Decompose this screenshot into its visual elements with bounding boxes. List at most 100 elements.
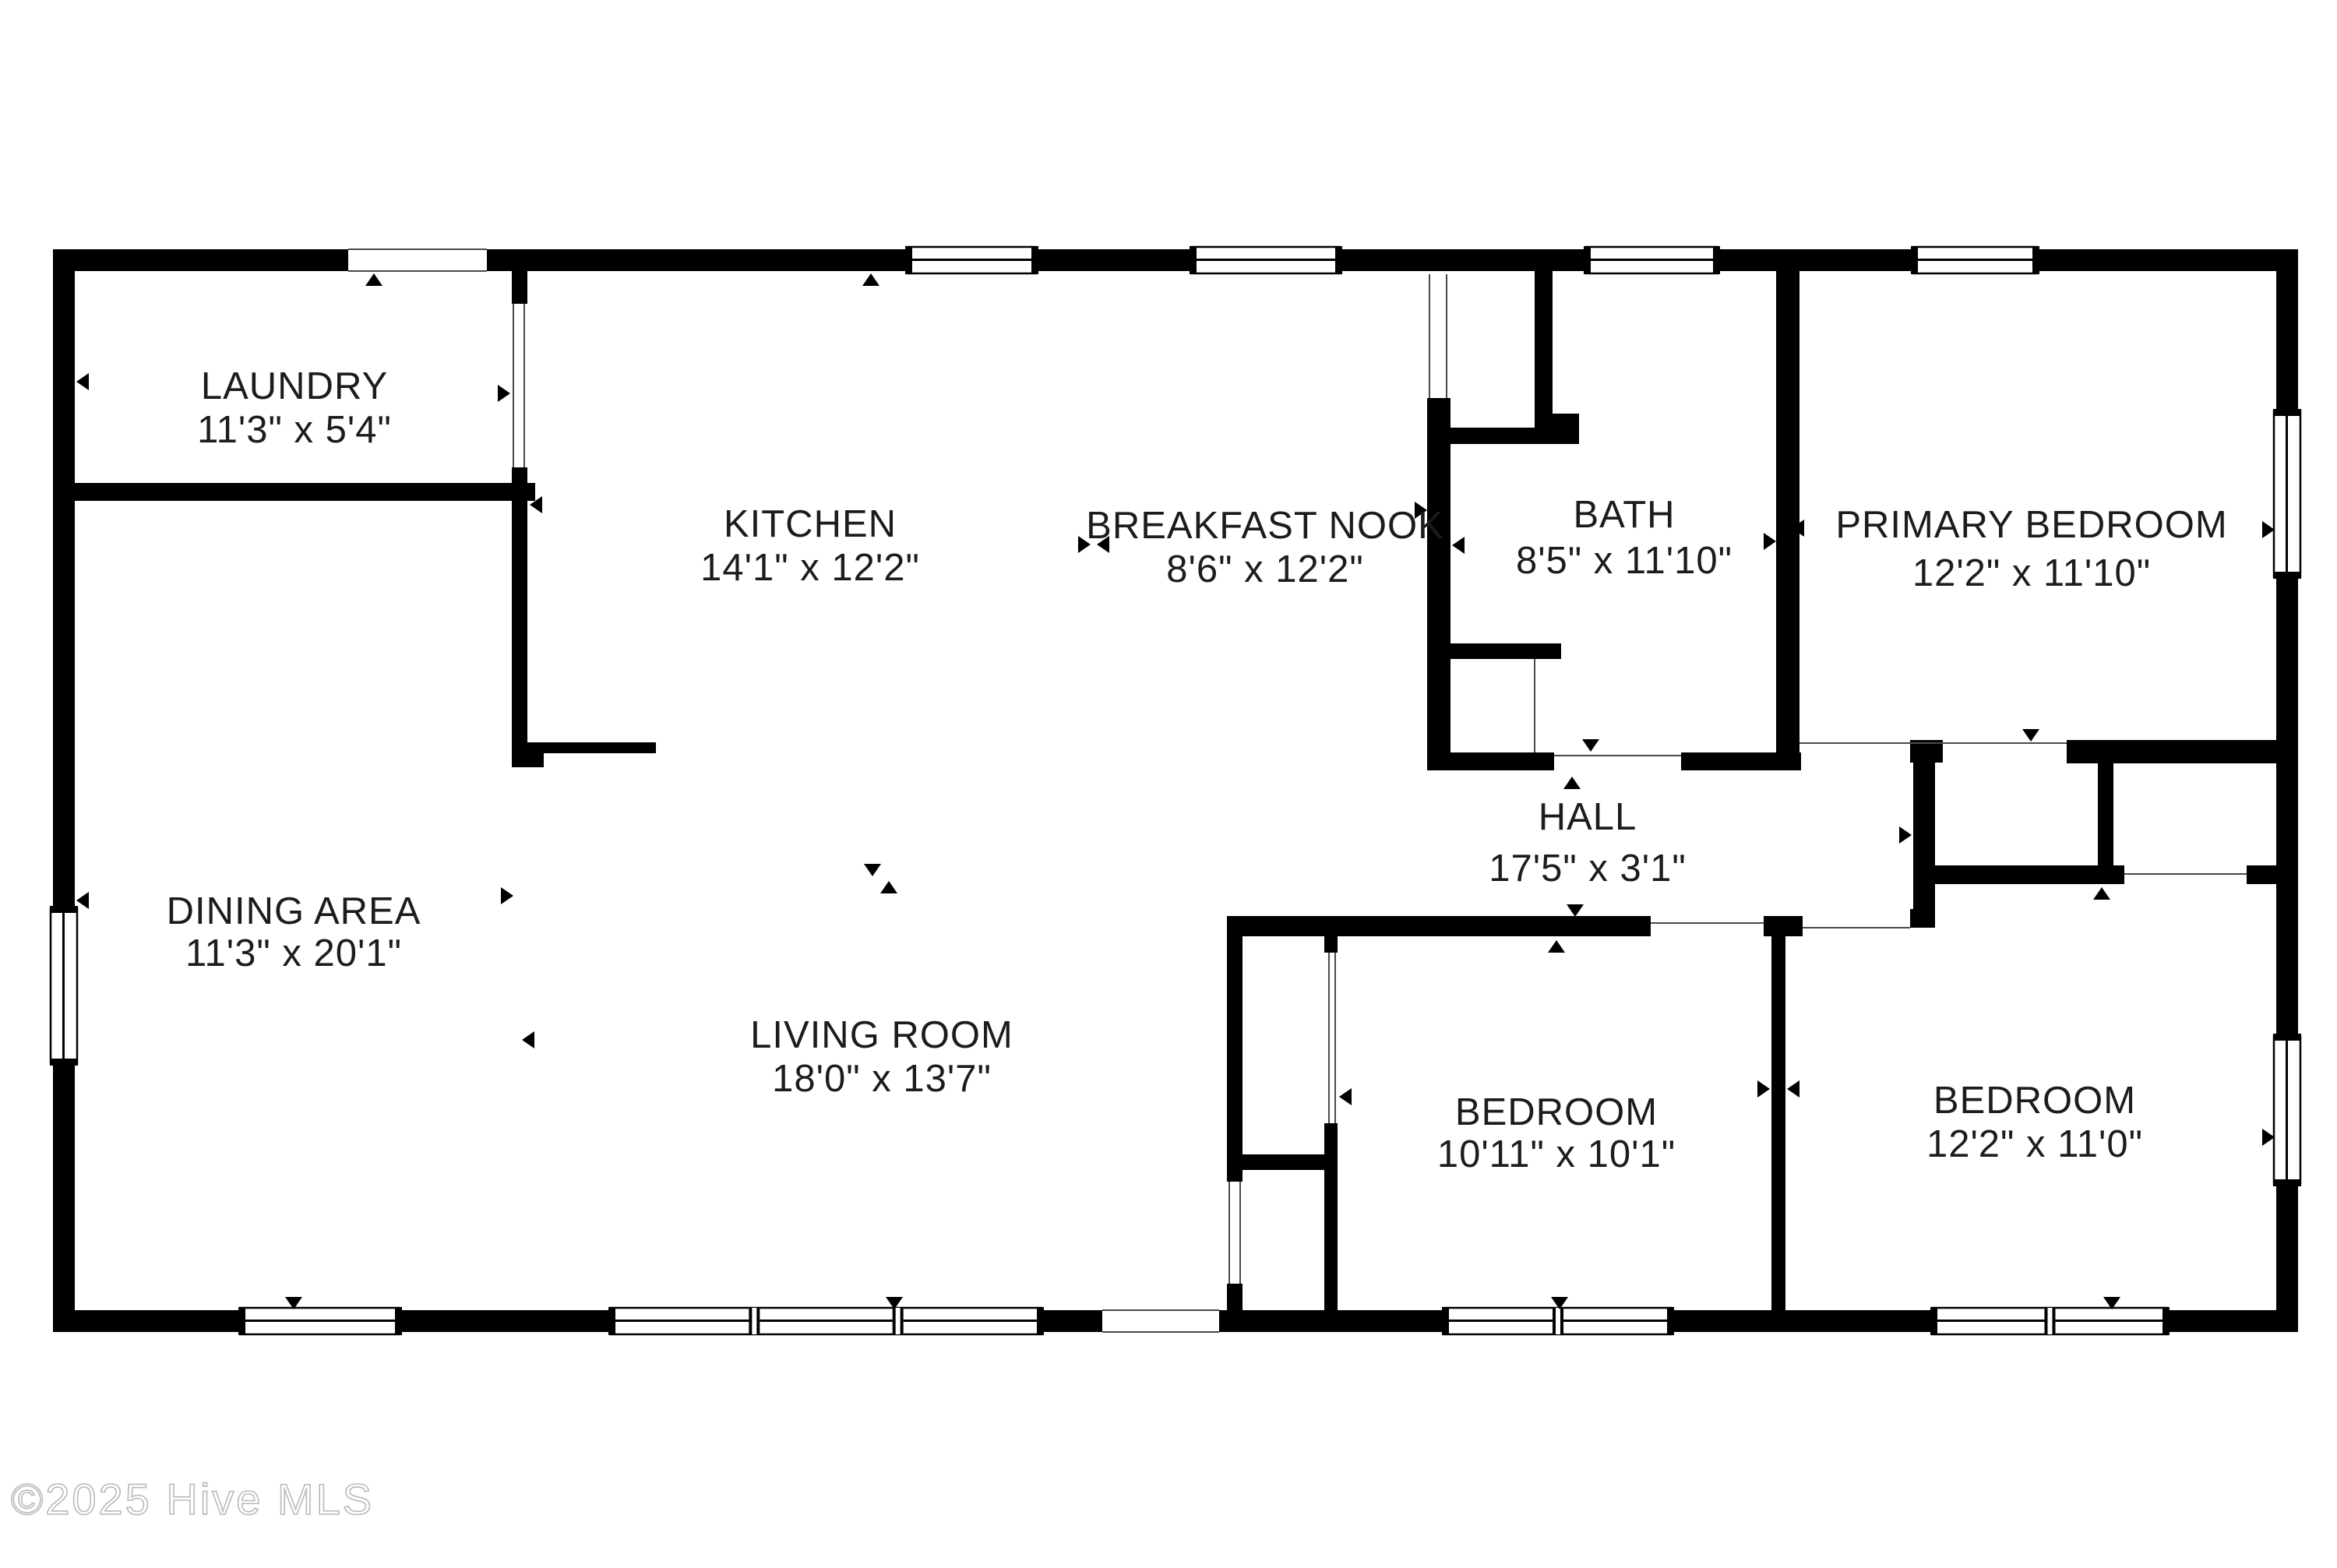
window-cap [905,246,912,274]
room-label-breakfast-nook: BREAKFAST NOOK [1086,505,1444,547]
window-cap [50,1059,78,1066]
opening-hairline [348,248,487,250]
window-mullion [1553,1308,1556,1334]
door-arrows [76,273,2275,1309]
door-arrow-icon [1452,537,1465,554]
door-arrow-icon [2262,1129,2275,1146]
window-glass-line [908,259,1036,261]
wall-segment [1681,752,1801,770]
opening-hairline [2124,873,2247,875]
opening-hairline [1429,274,1430,398]
door-arrow-icon [76,892,89,909]
wall-segment [1771,936,1785,1310]
wall-segment [1324,936,1338,953]
wall-segment [1776,249,1799,770]
opening-hairlines [348,248,2247,1333]
wall-segment [1450,643,1561,659]
window-glass-line [241,1320,400,1322]
wall-segment [1427,398,1450,770]
door-arrow-icon [886,1297,903,1309]
wall-segment [1227,916,1651,936]
wall-segment [512,467,527,767]
window-cap [1930,1307,1937,1335]
wall-segment [53,483,535,501]
window-glass-line [1913,259,2037,261]
room-label-kitchen: KITCHEN [724,503,897,545]
window-cap [1037,1307,1044,1335]
door-arrow-icon [530,496,542,513]
window-mullion [2044,1308,2048,1334]
window-cap [1713,246,1720,274]
door-openings [348,248,1219,1335]
window-cap [608,1307,615,1335]
door-arrow-icon [1551,1297,1568,1309]
door-arrow-icon [1764,533,1776,550]
wall-segment [2098,763,2113,865]
window-cap [50,906,78,913]
room-label-living-room: LIVING ROOM [750,1014,1013,1056]
door-arrow-icon [1563,777,1581,789]
wall-segment [1535,271,1553,444]
door-arrow-icon [365,273,382,286]
doorway-opening [1102,1309,1219,1335]
window-mullion [892,1308,896,1334]
window-cap [1442,1307,1449,1335]
windows [49,245,2302,1336]
door-arrow-icon [501,887,513,904]
door-arrow-icon [498,385,510,402]
window-cap [2273,572,2301,579]
opening-hairline [1446,274,1447,398]
window-mullion [2052,1308,2056,1334]
room-dims-bath: 8'5" x 11'10" [1516,540,1732,582]
opening-hairline [1334,953,1336,1123]
room-dims-primary-bedroom: 12'2" x 11'10" [1912,552,2151,594]
door-arrow-icon [2022,729,2039,742]
window-cap [2273,1034,2301,1041]
wall-segment [1926,865,2124,884]
window-mullion [756,1308,760,1334]
window-glass-line [611,1320,1042,1322]
door-arrow-icon [862,273,879,286]
opening-hairline [1328,953,1330,1123]
door-arrow-icon [1567,904,1584,917]
window-cap [1190,246,1197,274]
door-arrow-icon [2093,887,2110,900]
window-cap [1667,1307,1674,1335]
room-label-bedroom-right: BEDROOM [1933,1080,2136,1122]
wall-segment [1553,414,1579,444]
wall-segment [1227,1284,1243,1310]
room-dims-bedroom-middle: 10'11" x 10'1" [1437,1133,1676,1175]
door-arrow-icon [2103,1297,2120,1309]
door-arrow-icon [1339,1088,1352,1105]
wall-segment [2247,865,2276,884]
room-label-laundry: LAUNDRY [201,365,388,407]
wall-segment [512,271,527,304]
window-mullion [1560,1308,1563,1334]
window-glass-line [1192,259,1340,261]
opening-hairline [1534,659,1535,752]
opening-hairline [348,270,487,272]
opening-hairline [1554,755,1681,756]
door-arrow-icon [522,1031,534,1048]
opening-hairline [1651,922,1764,924]
door-arrow-icon [1757,1080,1770,1098]
opening-hairline [513,304,514,467]
wall-segment [527,742,656,753]
door-arrow-icon [1548,940,1565,953]
room-label-bath: BATH [1573,494,1675,536]
door-arrow-icon [1415,502,1427,519]
door-arrow-icon [1078,536,1091,553]
door-arrow-icon [1899,826,1912,844]
window-cap [1031,246,1038,274]
window-glass-line [2286,1036,2288,1184]
window-cap [2032,246,2039,274]
window-cap [1911,246,1918,274]
room-label-dining-area: DINING AREA [167,890,421,932]
door-arrow-icon [1792,520,1804,537]
window-cap [2163,1307,2170,1335]
wall-segment [2067,740,2276,763]
watermark: ©2025 Hive MLS [11,1475,374,1524]
wall-segment [1764,916,1803,936]
